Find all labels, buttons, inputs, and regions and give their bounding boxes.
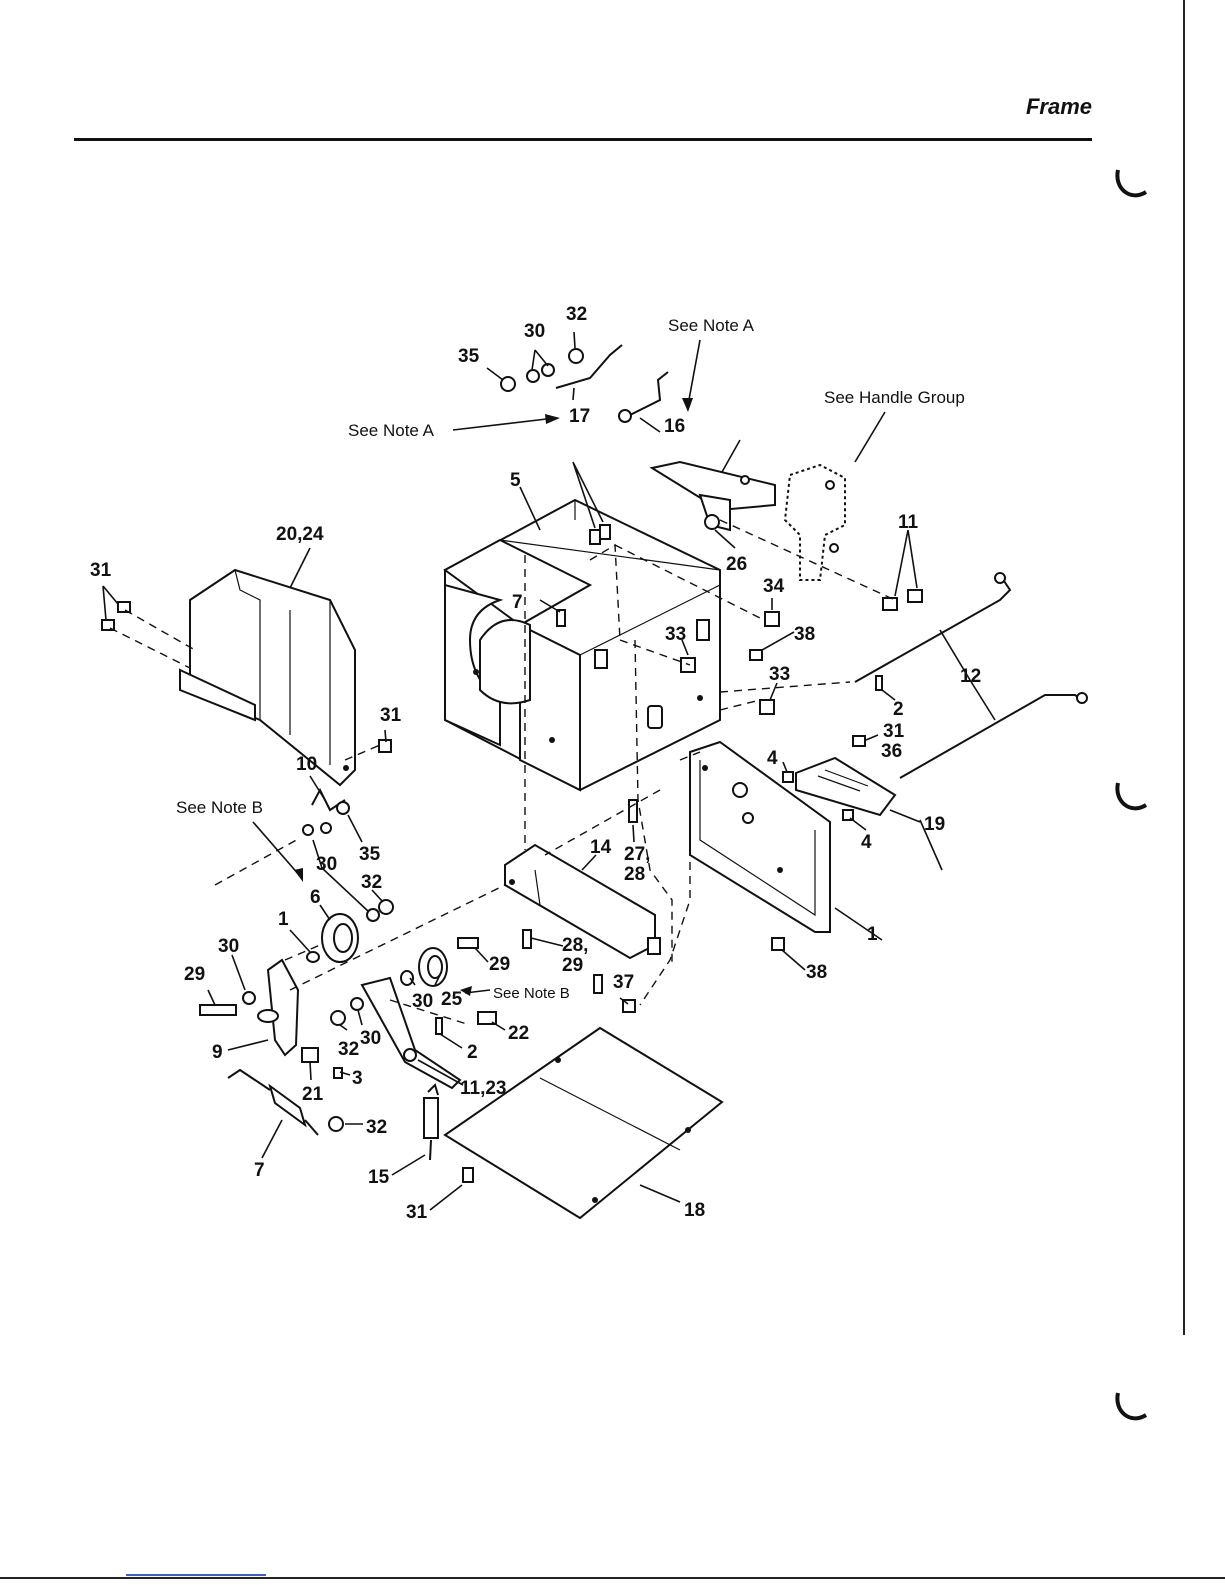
callout-29: 29 [489, 954, 510, 975]
callout-20-24: 20,24 [276, 524, 324, 545]
callout-38: 38 [806, 962, 827, 983]
callout-16: 16 [664, 416, 685, 437]
callout-10: 10 [296, 754, 317, 775]
callout-14: 14 [590, 837, 612, 858]
callout-38: 38 [794, 624, 815, 645]
note-a-left: See Note A [348, 421, 435, 440]
callout-30: 30 [360, 1028, 381, 1049]
callout-30: 30 [524, 321, 545, 342]
note-b-left: See Note B [176, 798, 263, 817]
callout-5: 5 [510, 470, 521, 491]
callout-11-23: 11,23 [460, 1078, 507, 1099]
callout-7: 7 [512, 592, 523, 613]
callout-36: 36 [881, 741, 902, 762]
callout-12: 12 [960, 666, 981, 687]
callout-32: 32 [361, 872, 382, 893]
callout-33: 33 [769, 664, 790, 685]
tension-spring-center [424, 1085, 438, 1160]
callout-27: 27, [624, 844, 650, 865]
callout-31: 31 [406, 1202, 428, 1223]
callout-32: 32 [366, 1117, 387, 1138]
note-handle-group: See Handle Group [824, 388, 965, 407]
top-bracket [652, 462, 775, 530]
callout-35: 35 [458, 346, 480, 367]
note-a-top: See Note A [668, 316, 755, 335]
frame-housing [445, 500, 720, 790]
callout-3: 3 [352, 1068, 363, 1089]
callout-29: 29 [562, 955, 583, 976]
callout-30: 30 [218, 936, 239, 957]
callout-30: 30 [316, 854, 337, 875]
callout-2: 2 [467, 1042, 478, 1063]
callout-26: 26 [726, 554, 747, 575]
callout-6: 6 [310, 887, 321, 908]
note-b-center: See Note B [493, 985, 570, 1002]
callout-28: 28 [624, 864, 645, 885]
callout-2: 2 [893, 699, 904, 720]
callout-22: 22 [508, 1023, 529, 1044]
callout-4: 4 [861, 832, 872, 853]
callout-21: 21 [302, 1084, 324, 1105]
callout-30: 30 [412, 991, 433, 1012]
callout-35: 35 [359, 844, 381, 865]
callout-28: 28, [562, 935, 588, 956]
callout-9: 9 [212, 1042, 223, 1063]
slotted-bracket [796, 758, 895, 815]
belt-cover [180, 570, 355, 785]
idler-pulley [401, 948, 447, 986]
callout-32: 32 [338, 1039, 359, 1060]
callout-31: 31 [883, 721, 905, 742]
callout-1: 1 [867, 924, 878, 945]
callout-4: 4 [767, 748, 778, 769]
callout-25: 25 [441, 989, 463, 1010]
callout-31: 31 [90, 560, 112, 581]
skid-plate [445, 1028, 722, 1218]
callout-34: 34 [763, 576, 785, 597]
callout-31: 31 [380, 705, 402, 726]
pulley [307, 914, 358, 962]
callout-17: 17 [569, 406, 590, 427]
callout-15: 15 [368, 1167, 390, 1188]
callout-37: 37 [613, 972, 634, 993]
callout-11: 11 [898, 512, 919, 533]
callout-1: 1 [278, 909, 289, 930]
callout-18: 18 [684, 1200, 705, 1221]
callout-19: 19 [924, 814, 945, 835]
callout-33: 33 [665, 624, 686, 645]
callout-7: 7 [254, 1160, 265, 1181]
callout-32: 32 [566, 304, 587, 325]
callout-29: 29 [184, 964, 205, 985]
